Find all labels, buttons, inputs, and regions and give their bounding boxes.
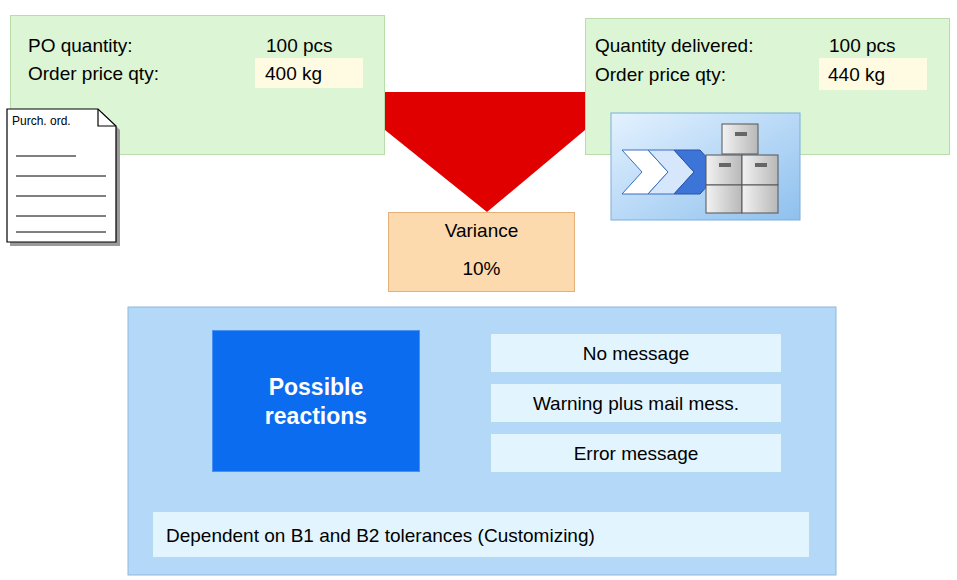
variance-box: Variance 10% — [388, 212, 575, 292]
highlight-value: 400 kg — [255, 58, 363, 88]
box-text: Warning plus mail mess. — [491, 393, 781, 415]
box-text: 100 pcs — [266, 35, 333, 57]
box-text: 10% — [389, 258, 574, 280]
crate-handle — [735, 132, 747, 136]
variance-funnel — [385, 92, 585, 212]
document-line — [16, 232, 106, 233]
box-text: Quantity delivered: — [595, 35, 753, 57]
box-text: 100 pcs — [829, 35, 896, 57]
chevron — [674, 150, 720, 194]
box-text: Order price qty: — [28, 63, 159, 85]
crate — [742, 155, 778, 185]
document-line — [16, 216, 106, 217]
reaction-option: No message — [490, 333, 782, 373]
box-text: Dependent on B1 and B2 tolerances (Custo… — [166, 525, 595, 547]
document-outline — [6, 108, 122, 248]
chevron — [622, 150, 668, 194]
box-text: 440 kg — [828, 64, 885, 86]
box-text: Variance — [389, 220, 574, 242]
crate-handle — [755, 163, 767, 167]
box-text: Error message — [491, 443, 781, 465]
delivery-icon-frame — [611, 113, 800, 220]
box-text: No message — [491, 343, 781, 365]
document-line — [16, 156, 76, 157]
crate-handle — [719, 163, 731, 167]
crate — [722, 124, 758, 154]
document-icon: Purch. ord. — [6, 108, 122, 248]
document-page — [7, 109, 116, 242]
box-text: Possible reactions — [213, 373, 419, 431]
tolerance-note-box: Dependent on B1 and B2 tolerances (Custo… — [152, 511, 810, 558]
delivery-data-box: Quantity delivered: 100 pcsOrder price qt… — [585, 18, 950, 155]
chevron — [648, 150, 694, 194]
document-line — [16, 196, 106, 197]
reaction-option: Warning plus mail mess. — [490, 383, 782, 423]
box-text: Purch. ord. — [12, 114, 71, 128]
document-line — [16, 176, 106, 177]
reactions-heading-box: Possible reactions — [212, 330, 420, 472]
box-text: PO quantity: — [28, 35, 133, 57]
reactions-panel — [128, 307, 836, 575]
crate — [706, 155, 742, 185]
crate — [742, 185, 778, 213]
delivery-icon — [611, 113, 800, 220]
highlight-value: 440 kg — [819, 58, 927, 90]
document-fold — [98, 109, 116, 126]
box-text: 400 kg — [265, 63, 322, 85]
crate — [706, 185, 742, 213]
box-text: Order price qty: — [595, 64, 726, 86]
reaction-option: Error message — [490, 433, 782, 473]
